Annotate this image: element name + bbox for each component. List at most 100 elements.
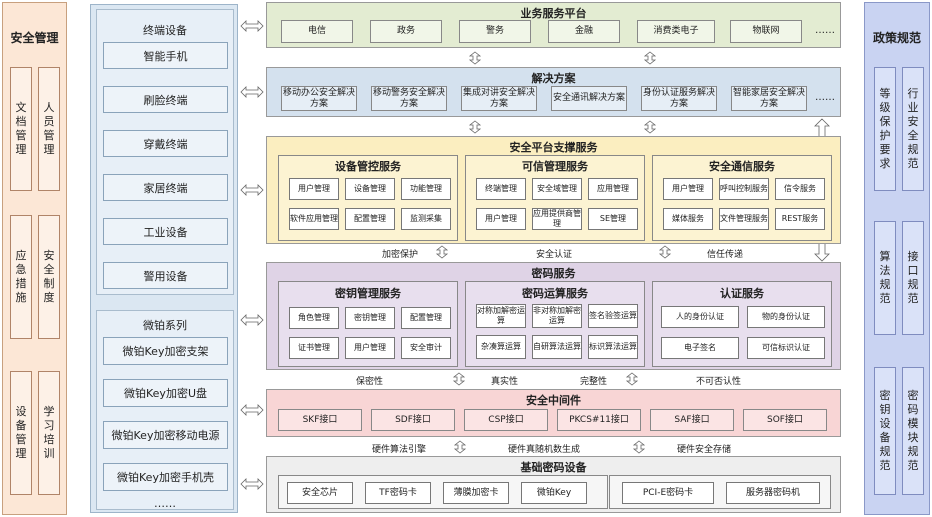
service-item: 可信标识认证 [747, 337, 825, 359]
level-protection-box: 等级保护要求 [874, 67, 896, 191]
solution-item: 移动办公安全解决方案 [281, 86, 357, 111]
interface-item: SAF接口 [650, 409, 734, 431]
device-control-title: 设备管控服务 [335, 160, 401, 173]
service-item: 物的身份认证 [747, 306, 825, 328]
gap-label: 加密保护 [382, 250, 419, 260]
business-item: 电信 [281, 20, 353, 43]
interface-spec-box: 接口规范 [902, 221, 924, 335]
solution-item: 安全通讯解决方案 [551, 86, 627, 111]
double-arrow-icon [240, 478, 264, 490]
solutions-more: …… [815, 92, 835, 103]
service-item: 用户管理 [663, 178, 713, 200]
device-item: 服务器密码机 [726, 482, 820, 504]
device-group-a: 安全芯片 TF密码卡 薄膜加密卡 微铂Key [278, 475, 608, 509]
terminal-devices-panel: 终端设备 智能手机 刷脸终端 穿戴终端 家居终端 工业设备 警用设备 [96, 9, 234, 295]
base-crypto-device-title: 基础密码设备 [520, 461, 587, 474]
terminal-item: 家居终端 [103, 174, 228, 201]
industry-security-spec-box: 行业安全规范 [902, 67, 924, 191]
terminal-item: 智能手机 [103, 42, 228, 69]
service-item: 用户管理 [345, 337, 395, 359]
security-policy-box: 安全制度 [38, 215, 60, 339]
double-arrow-icon [240, 86, 264, 98]
solutions-layer: 解决方案 移动办公安全解决方案 移动警务安全解决方案 集成对讲安全解决方案 安全… [266, 67, 841, 117]
terminal-item: 刷脸终端 [103, 86, 228, 113]
training-box: 学习培训 [38, 371, 60, 495]
service-item: 设备管理 [345, 178, 395, 200]
solution-item: 智能家居安全解决方案 [731, 86, 807, 111]
vertical-double-arrow-icon [469, 51, 481, 65]
authentication-title: 认证服务 [720, 287, 764, 300]
security-middleware-title: 安全中间件 [526, 394, 581, 407]
service-item: 信令服务 [775, 178, 825, 200]
device-item: PCI-E密码卡 [622, 482, 714, 504]
service-item: 配置管理 [401, 307, 451, 329]
service-item: 非对称加解密运算 [532, 304, 582, 328]
double-arrow-icon [240, 20, 264, 32]
terminal-column: 终端设备 智能手机 刷脸终端 穿戴终端 家居终端 工业设备 警用设备 微铂系列 … [90, 4, 238, 513]
service-item: 用户管理 [476, 208, 526, 230]
microchip-series-panel: 微铂系列 微铂Key加密支架 微铂Key加密U盘 微铂Key加密移动电源 微铂K… [96, 310, 234, 510]
device-control-service: 设备管控服务 用户管理 设备管理 功能管理 软件应用管理 配置管理 监测采集 [278, 155, 458, 241]
policy-spec-title: 政策规范 [872, 31, 921, 45]
solution-item: 身份认证服务解决方案 [641, 86, 717, 111]
crypto-service-title: 密码服务 [531, 267, 576, 280]
trusted-management-service: 可信管理服务 终端管理 安全域管理 应用管理 用户管理 应用提供商管理 SE管理 [465, 155, 645, 241]
service-item: 人的身份认证 [661, 306, 739, 328]
gap-label: 硬件算法引擎 [372, 445, 427, 455]
vertical-double-arrow-icon [453, 372, 465, 386]
service-item: 签名验签运算 [588, 304, 638, 328]
gap-label: 硬件真随机数生成 [508, 445, 581, 455]
business-item: 物联网 [730, 20, 802, 43]
service-item: 角色管理 [289, 307, 339, 329]
interface-item: SDF接口 [371, 409, 455, 431]
terminal-item: 工业设备 [103, 218, 228, 245]
service-item: 用户管理 [289, 178, 339, 200]
vertical-double-arrow-icon [469, 120, 481, 134]
business-item: 金融 [548, 20, 620, 43]
service-item: 文件管理服务 [719, 208, 769, 230]
terminal-item: 穿戴终端 [103, 130, 228, 157]
double-arrow-icon [240, 184, 264, 196]
business-item: 政务 [370, 20, 442, 43]
microchip-series-title: 微铂系列 [143, 319, 187, 332]
double-arrow-icon [240, 314, 264, 326]
service-item: 媒体服务 [663, 208, 713, 230]
business-item: 警务 [459, 20, 531, 43]
vertical-double-arrow-icon [659, 245, 671, 259]
service-item: 终端管理 [476, 178, 526, 200]
security-management-title: 安全管理 [10, 31, 59, 45]
device-item: 安全芯片 [287, 482, 353, 504]
authentication-service: 认证服务 人的身份认证 物的身份认证 电子签名 可信标识认证 [652, 281, 832, 367]
interface-item: SKF接口 [278, 409, 362, 431]
base-crypto-device-layer: 基础密码设备 安全芯片 TF密码卡 薄膜加密卡 微铂Key PCI-E密码卡 服… [266, 456, 841, 513]
key-management-service: 密钥管理服务 角色管理 密钥管理 配置管理 证书管理 用户管理 安全审计 [278, 281, 458, 367]
business-more: …… [815, 25, 835, 36]
key-device-spec-box: 密钥设备规范 [874, 367, 896, 495]
service-item: 对称加解密运算 [476, 304, 526, 328]
microchip-item: 微铂Key加密手机壳 [103, 463, 228, 491]
microchip-item: 微铂Key加密U盘 [103, 379, 228, 407]
vertical-double-arrow-icon [436, 245, 448, 259]
secure-communication-title: 安全通信服务 [709, 160, 775, 173]
crypto-ops-service: 密码运算服务 对称加解密运算 非对称加解密运算 签名验签运算 杂凑算运算 自研算… [465, 281, 645, 367]
gap-label: 信任传递 [707, 250, 744, 260]
service-item: SE管理 [588, 208, 638, 230]
service-item: 杂凑算运算 [476, 335, 526, 359]
microchip-item: 微铂Key加密支架 [103, 337, 228, 365]
service-item: 密钥管理 [345, 307, 395, 329]
service-item: 电子签名 [661, 337, 739, 359]
emergency-measures-box: 应急措施 [10, 215, 32, 339]
microchip-ellipsis: …… [154, 497, 176, 510]
solution-item: 移动警务安全解决方案 [371, 86, 447, 111]
policy-spec-column: 政策规范 等级保护要求 行业安全规范 算法规范 接口规范 密钥设备规范 密码模块… [864, 2, 930, 515]
device-item: 薄膜加密卡 [443, 482, 509, 504]
service-item: 配置管理 [345, 208, 395, 230]
vertical-double-arrow-icon [644, 120, 656, 134]
double-arrow-icon [240, 404, 264, 416]
solutions-title: 解决方案 [531, 72, 576, 85]
platform-support-layer: 安全平台支撑服务 设备管控服务 用户管理 设备管理 功能管理 软件应用管理 配置… [266, 136, 841, 244]
device-item: 微铂Key [521, 482, 587, 504]
gap-label: 安全认证 [536, 250, 573, 260]
service-item: 软件应用管理 [289, 208, 339, 230]
service-item: 监测采集 [401, 208, 451, 230]
